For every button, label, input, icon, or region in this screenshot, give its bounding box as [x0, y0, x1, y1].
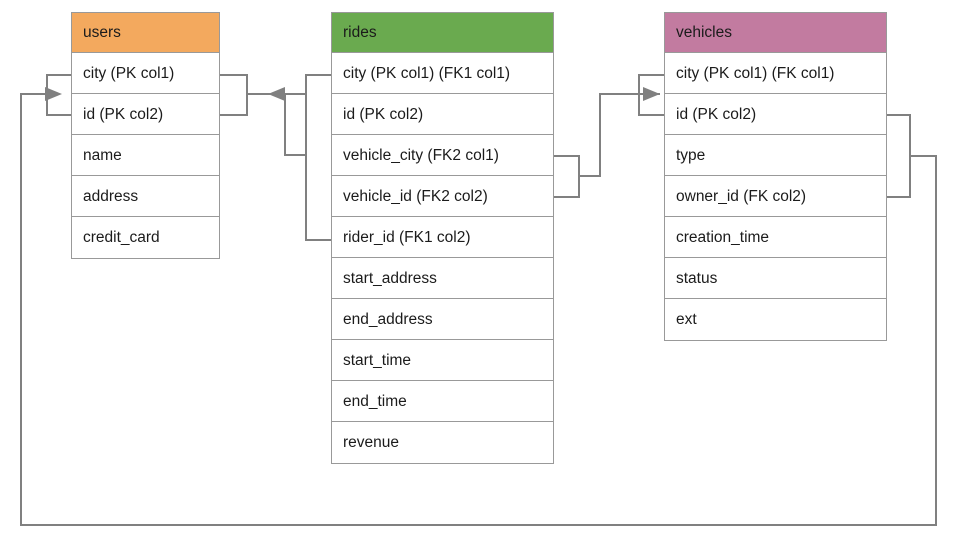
table-row[interactable]: id (PK col2) [665, 94, 886, 135]
table-row[interactable]: revenue [332, 422, 553, 463]
table-users[interactable]: users city (PK col1) id (PK col2) name a… [71, 12, 220, 259]
edge-vehicles-to-users[interactable] [20, 87, 937, 526]
bracket-users-left [46, 74, 71, 116]
table-row[interactable]: name [72, 135, 219, 176]
table-row[interactable]: end_time [332, 381, 553, 422]
edge-rides-to-users[interactable] [220, 74, 331, 241]
arrowhead-into-users-fk1 [268, 87, 285, 101]
table-row[interactable]: credit_card [72, 217, 219, 258]
table-row[interactable]: id (PK col2) [332, 94, 553, 135]
edge-rides-to-vehicles[interactable] [554, 74, 664, 198]
table-row[interactable]: id (PK col2) [72, 94, 219, 135]
table-row[interactable]: owner_id (FK col2) [665, 176, 886, 217]
table-row[interactable]: end_address [332, 299, 553, 340]
table-vehicles-header: vehicles [665, 13, 886, 53]
table-users-header: users [72, 13, 219, 53]
table-vehicles[interactable]: vehicles city (PK col1) (FK col1) id (PK… [664, 12, 887, 341]
table-row[interactable]: type [665, 135, 886, 176]
table-row[interactable]: vehicle_city (FK2 col1) [332, 135, 553, 176]
table-rides-header: rides [332, 13, 553, 53]
table-row[interactable]: ext [665, 299, 886, 340]
table-row[interactable]: start_time [332, 340, 553, 381]
table-row[interactable]: creation_time [665, 217, 886, 258]
table-row[interactable]: vehicle_id (FK2 col2) [332, 176, 553, 217]
arrowhead-into-users [45, 87, 62, 101]
table-row[interactable]: status [665, 258, 886, 299]
table-row[interactable]: start_address [332, 258, 553, 299]
table-rides[interactable]: rides city (PK col1) (FK1 col1) id (PK c… [331, 12, 554, 464]
table-row[interactable]: rider_id (FK1 col2) [332, 217, 553, 258]
table-row[interactable]: address [72, 176, 219, 217]
table-row[interactable]: city (PK col1) (FK col1) [665, 53, 886, 94]
table-row[interactable]: city (PK col1) (FK1 col1) [332, 53, 553, 94]
table-row[interactable]: city (PK col1) [72, 53, 219, 94]
arrowhead-into-vehicles [643, 87, 660, 101]
